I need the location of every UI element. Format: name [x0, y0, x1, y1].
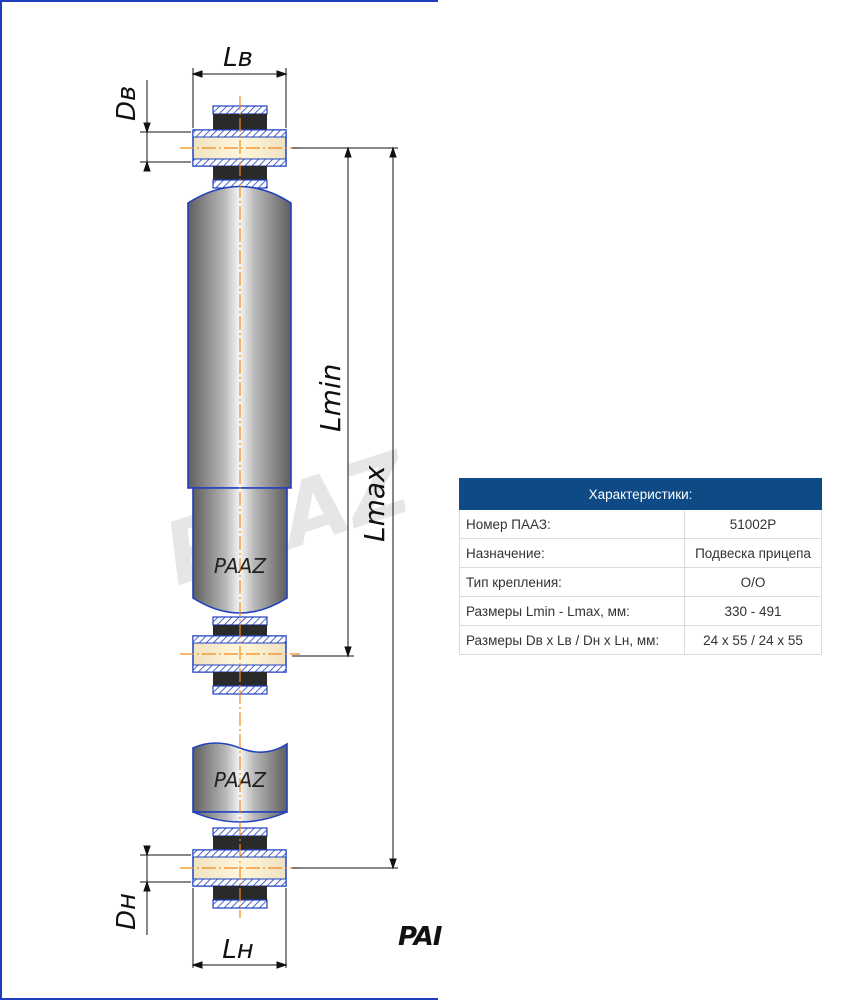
- shock-absorber-drawing: PAAZ PAAZ PAAZ: [112, 43, 423, 969]
- lower-body-section: PAAZ: [192, 742, 288, 823]
- spec-value: O/O: [684, 567, 822, 597]
- drawing-frame: [0, 0, 438, 1000]
- min-length-label: Lmin: [314, 364, 347, 432]
- brand-logo-fragment: PAI: [398, 922, 442, 952]
- bottom-eye-diameter-label: Dн: [112, 893, 142, 930]
- cylinder-body: PAAZ: [187, 185, 292, 614]
- table-row: Размеры Lmin - Lmax, мм: 330 - 491: [459, 596, 822, 626]
- spec-value: 51002P: [684, 509, 822, 539]
- spec-label: Размеры Dв x Lв / Dн x Lн, мм:: [459, 625, 685, 655]
- spec-label: Назначение:: [459, 538, 685, 568]
- spec-value: Подвеска прицепа: [684, 538, 822, 568]
- spec-value: 330 - 491: [684, 596, 822, 626]
- table-row: Номер ПААЗ: 51002P: [459, 509, 822, 539]
- spec-label: Тип крепления:: [459, 567, 685, 597]
- table-row: Размеры Dв x Lв / Dн x Lн, мм: 24 x 55 /…: [459, 625, 822, 655]
- max-length-label: Lmax: [358, 465, 391, 542]
- specs-table: Характеристики: Номер ПААЗ: 51002P Назна…: [459, 478, 822, 655]
- table-row: Назначение: Подвеска прицепа: [459, 538, 822, 568]
- spec-label: Размеры Lmin - Lmax, мм:: [459, 596, 685, 626]
- dimension-lines: [140, 68, 398, 969]
- bottom-eye-width-label: Lн: [222, 935, 253, 965]
- body-brand-label: PAAZ: [214, 554, 267, 578]
- top-eye-diameter-label: Dв: [112, 86, 142, 121]
- spec-label: Номер ПААЗ:: [459, 509, 685, 539]
- specs-table-header: Характеристики:: [459, 478, 822, 510]
- spec-value: 24 x 55 / 24 x 55: [684, 625, 822, 655]
- table-row: Тип крепления: O/O: [459, 567, 822, 597]
- rod-brand-label: PAAZ: [214, 768, 267, 792]
- centerlines: [180, 96, 300, 918]
- top-eye-width-label: Lв: [223, 43, 253, 73]
- specs-table-header-row: Характеристики:: [459, 478, 822, 510]
